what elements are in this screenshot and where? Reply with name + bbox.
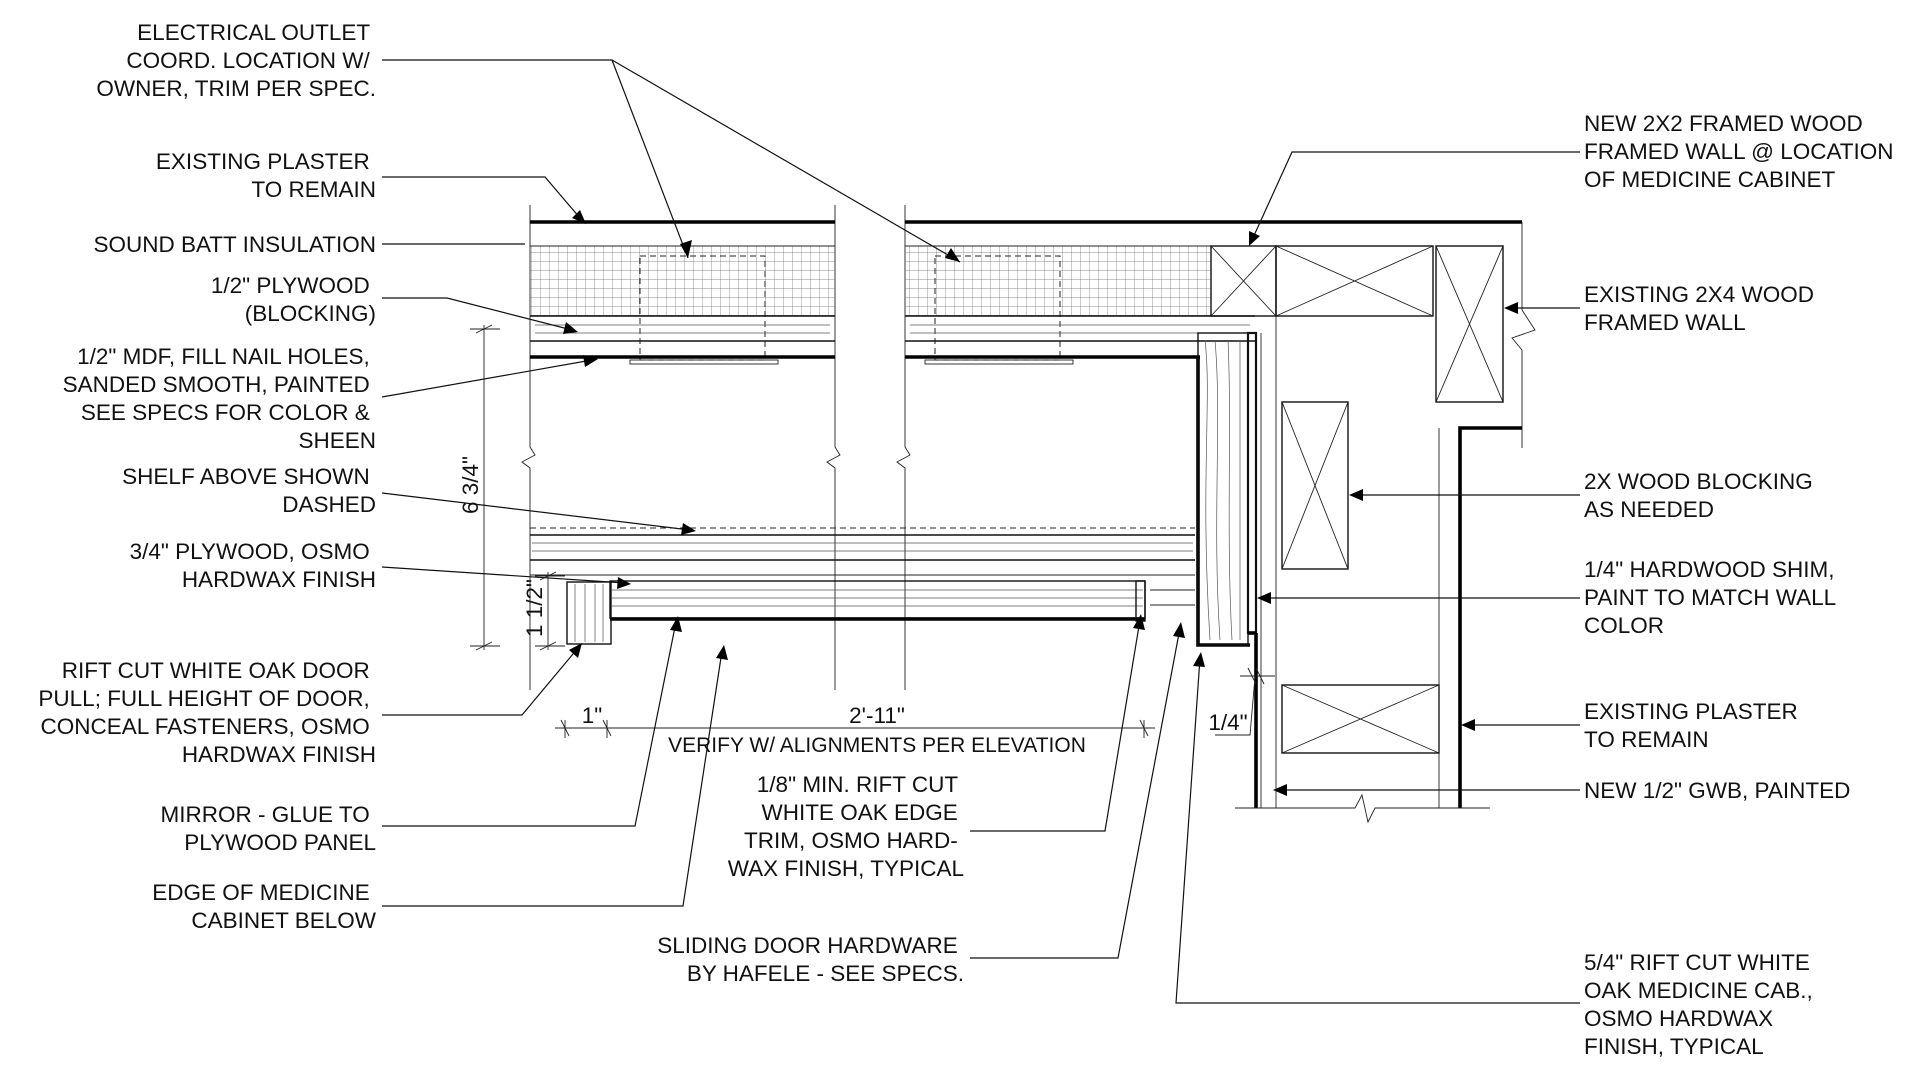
dim-width-ticks [560, 719, 1149, 738]
leader-electrical-outlet [382, 59, 961, 263]
dim-depth-ticks [470, 324, 500, 651]
label-existing-2x4: EXISTING 2X4 WOOD FRAMED WALL [1584, 282, 1820, 335]
label-electrical-outlet: ELECTRICAL OUTLET COORD. LOCATION W/ OWN… [96, 20, 376, 101]
arrow-door-pull [569, 643, 582, 658]
existing-2x4-stud-x [1435, 245, 1504, 403]
door-grain [612, 589, 1143, 607]
sliding-door-panel [609, 580, 1146, 619]
cabinet-section [521, 205, 1522, 690]
label-plywood-blocking: 1/2" PLYWOOD (BLOCKING) [211, 273, 376, 326]
arrow-new-gwb [1273, 784, 1287, 796]
leader-plywood-osmo [381, 566, 626, 584]
wood-blocking-x [1281, 401, 1349, 570]
break-line-left [826, 205, 841, 690]
wall-framing [1210, 222, 1536, 824]
label-shelf-above: SHELF ABOVE SHOWN DASHED [122, 464, 376, 517]
door-pull-grain [574, 584, 604, 642]
label-mdf: 1/2" MDF, FILL NAIL HOLES, SANDED SMOOTH… [63, 344, 376, 453]
leader-mdf [381, 359, 593, 398]
arrow-mirror [670, 616, 682, 632]
dim-pull-text: 1" [582, 703, 603, 728]
arrow-sliding-hardware [1173, 622, 1185, 638]
outlet-trim-2 [924, 359, 1074, 365]
label-wood-blocking: 2X WOOD BLOCKING AS NEEDED [1584, 469, 1819, 522]
dim-depth-text: 6 3/4" [458, 456, 483, 514]
dimensions: 6 3/4" 1 1/2" 1" 2'-11" VERIFY W/ ALIGNM… [458, 324, 1275, 757]
bottom-break-line [1235, 793, 1490, 824]
arrow-plywood-blocking [563, 322, 578, 334]
labels-center: 1/8" MIN. RIFT CUT WHITE OAK EDGE TRIM, … [657, 772, 964, 986]
existing-plaster-right [1458, 426, 1522, 808]
label-cab-54: 5/4" RIFT CUT WHITE OAK MEDICINE CAB., O… [1584, 950, 1819, 1059]
wood-blocking [1281, 401, 1349, 570]
arrow-electrical-2 [945, 248, 960, 262]
arrow-new-2x2 [1249, 231, 1260, 246]
leader-new-2x2 [1251, 151, 1580, 241]
dim-overall-note: VERIFY W/ ALIGNMENTS PER ELEVATION [668, 734, 1086, 757]
leader-edge-cabinet [382, 650, 723, 907]
framing-top-plate [1275, 245, 1434, 317]
label-new-gwb: NEW 1/2" GWB, PAINTED [1584, 778, 1850, 803]
labels-right: NEW 2X2 FRAMED WOOD FRAMED WALL @ LOCATI… [1584, 111, 1900, 1059]
label-edge-cabinet: EDGE OF MEDICINE CABINET BELOW [152, 880, 377, 933]
plywood-grain [535, 324, 1250, 334]
new-2x2-block-x [1210, 245, 1277, 317]
dim-shim-text: 1/4" [1208, 710, 1247, 735]
door-pull [566, 581, 612, 645]
break-line-right [896, 205, 911, 690]
arrow-existing-plaster-right [1461, 719, 1475, 731]
arrow-plywood-osmo [617, 577, 631, 589]
dim-door-text: 1 1/2" [522, 579, 547, 637]
framing-top-plate-x [1275, 245, 1434, 317]
label-plywood-osmo: 3/4" PLYWOOD, OSMO HARDWAX FINISH [130, 539, 376, 592]
outlet-trim-1 [629, 359, 779, 365]
label-new-2x2: NEW 2X2 FRAMED WOOD FRAMED WALL @ LOCATI… [1584, 111, 1900, 192]
existing-2x4-stud [1435, 245, 1504, 403]
medicine-cabinet-side [1196, 357, 1250, 647]
leader-cab-54 [1175, 657, 1580, 1004]
arrow-existing-2x4 [1504, 302, 1518, 314]
dim-shim-leader [1215, 676, 1256, 736]
hardwood-shim [1246, 331, 1258, 635]
leader-existing-plaster [382, 176, 581, 219]
label-mirror: MIRROR - GLUE TO PLYWOOD PANEL [161, 802, 376, 855]
cabinet-side-panel [1197, 332, 1249, 646]
leader-door-pull [382, 647, 579, 716]
arrow-mdf [583, 355, 598, 367]
arrow-existing-plaster [572, 210, 586, 224]
label-sliding-hardware: SLIDING DOOR HARDWARE BY HAFELE - SEE SP… [657, 933, 964, 986]
label-sound-batt: SOUND BATT INSULATION [93, 232, 376, 257]
arrow-edge-cabinet [716, 645, 728, 660]
left-boundary-line [521, 205, 536, 690]
bottom-blocking-x [1281, 684, 1440, 754]
leaders [381, 59, 1580, 1004]
arrow-electrical-1 [680, 240, 692, 258]
arrow-hardwood-shim [1257, 592, 1271, 604]
label-door-pull: RIFT CUT WHITE OAK DOOR PULL; FULL HEIGH… [38, 658, 376, 767]
label-hardwood-shim: 1/4" HARDWOOD SHIM, PAINT TO MATCH WALL … [1584, 557, 1842, 638]
dim-door-ticks [535, 571, 565, 651]
leader-edge-trim [970, 619, 1141, 832]
arrow-shelf-above [681, 523, 696, 535]
plywood-shelf-grain [532, 542, 1193, 552]
leader-mirror [382, 621, 677, 827]
leader-shelf-above [381, 492, 691, 531]
arrow-edge-trim [1133, 614, 1145, 630]
dim-overall-text: 2'-11" [849, 703, 905, 728]
sound-batt-insulation [530, 246, 835, 316]
cabinet-side-grain [1204, 339, 1241, 641]
existing-wall-break [1511, 309, 1536, 448]
leader-plywood-blocking [382, 297, 573, 331]
leader-sliding-hardware [970, 627, 1181, 959]
label-existing-plaster-top: EXISTING PLASTER TO REMAIN [156, 149, 376, 202]
labels-left: ELECTRICAL OUTLET COORD. LOCATION W/ OWN… [38, 20, 376, 933]
arrow-wood-blocking [1349, 489, 1363, 501]
label-existing-plaster-right: EXISTING PLASTER TO REMAIN [1584, 699, 1804, 752]
arrow-cab-54 [1193, 652, 1205, 667]
label-edge-trim: 1/8" MIN. RIFT CUT WHITE OAK EDGE TRIM, … [728, 772, 964, 881]
